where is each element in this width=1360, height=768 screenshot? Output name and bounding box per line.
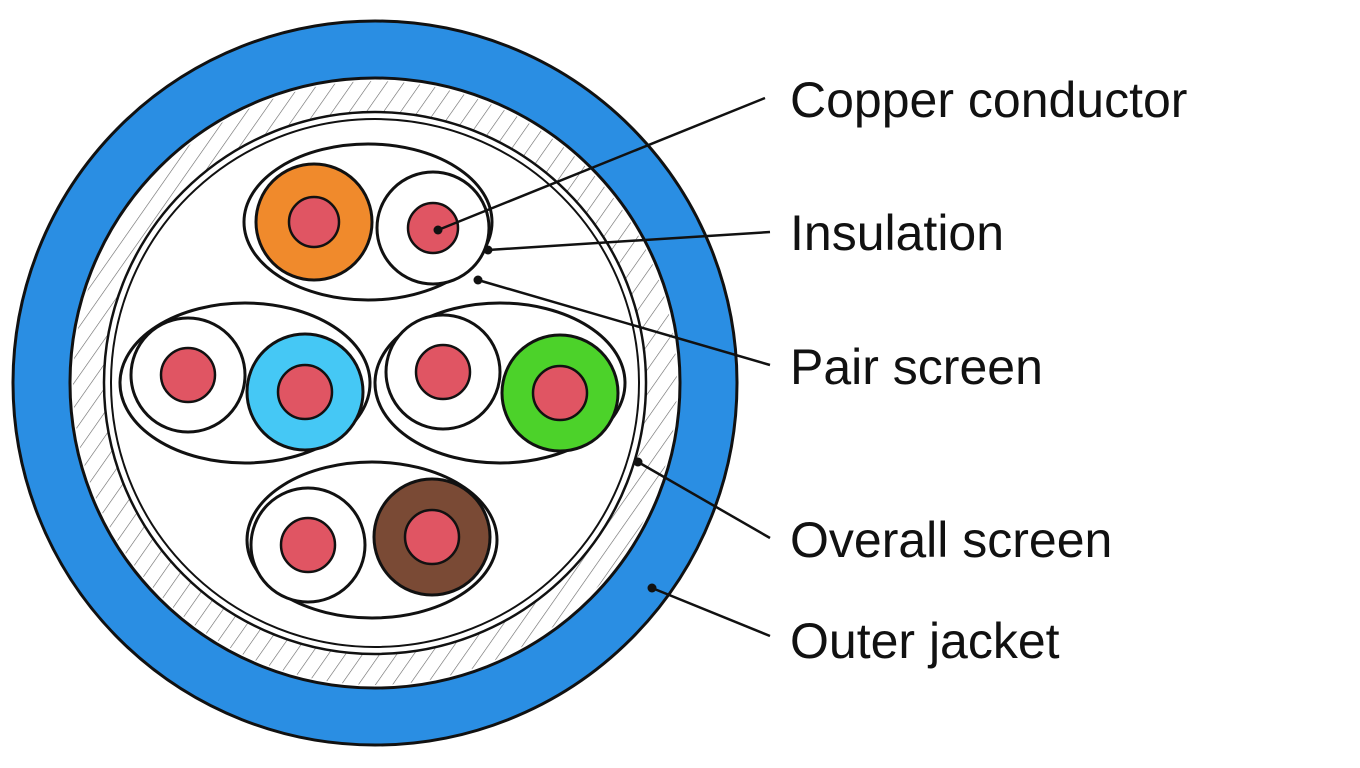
twisted-pair-2 bbox=[118, 301, 372, 465]
dot-copper-conductor bbox=[433, 225, 443, 235]
leader-lines bbox=[437, 96, 771, 638]
twisted-pair-4 bbox=[245, 460, 499, 620]
leader-copper-conductor bbox=[437, 96, 766, 232]
conductor bbox=[406, 201, 460, 255]
label-outer-jacket: Outer jacket bbox=[790, 613, 1060, 669]
label-pair-screen: Pair screen bbox=[790, 339, 1043, 395]
label-overall-screen: Overall screen bbox=[790, 512, 1112, 568]
leader-pair-screen bbox=[477, 278, 771, 367]
leader-outer-jacket bbox=[651, 586, 771, 638]
conductor bbox=[531, 364, 589, 422]
dot-pair-screen bbox=[473, 275, 483, 285]
conductor bbox=[276, 363, 334, 421]
conductor bbox=[287, 195, 341, 249]
twisted-pair-3 bbox=[373, 301, 627, 465]
conductor bbox=[279, 516, 337, 574]
label-copper-conductor: Copper conductor bbox=[790, 72, 1187, 128]
leader-overall-screen bbox=[637, 460, 771, 540]
leader-insulation bbox=[487, 230, 771, 252]
twisted-pair-1 bbox=[242, 142, 494, 302]
conductor bbox=[414, 343, 472, 401]
label-insulation: Insulation bbox=[790, 205, 1004, 261]
conductor bbox=[159, 346, 217, 404]
leader-dots bbox=[433, 225, 657, 593]
dot-overall-screen bbox=[633, 457, 643, 467]
dot-insulation bbox=[483, 245, 493, 255]
dot-outer-jacket bbox=[647, 583, 657, 593]
conductor bbox=[403, 508, 461, 566]
